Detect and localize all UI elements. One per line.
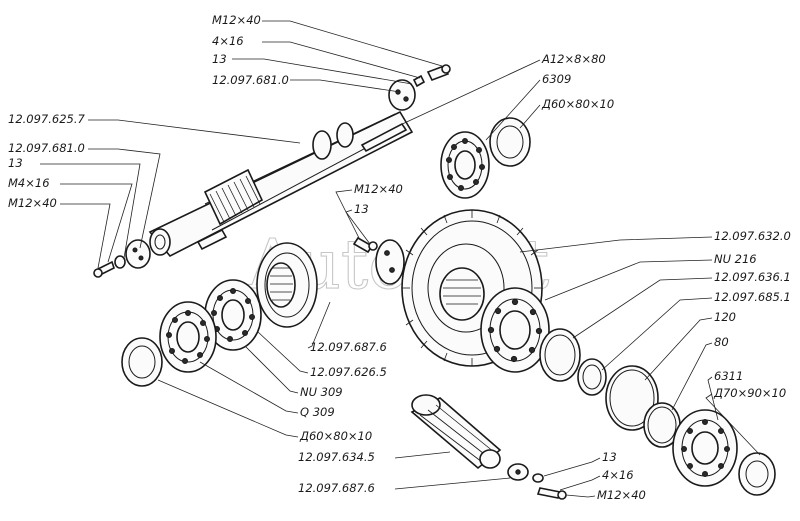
oil-seal-right <box>738 452 776 496</box>
label-bolt-lower: M12×40 <box>597 488 646 502</box>
ball-bearing-6311 <box>672 409 738 487</box>
spacer-ring <box>539 328 581 382</box>
label-sleeve: 12.097.685.1 <box>714 290 791 304</box>
bearing-sleeve <box>577 358 607 396</box>
label-splined-shaft: 12.097.634.5 <box>298 450 375 464</box>
label-circlip-80: 80 <box>714 335 729 349</box>
label-circlip-120: 120 <box>714 310 736 324</box>
label-washer-middle: 13 <box>354 202 369 216</box>
label-screw-top: 4×16 <box>212 34 244 48</box>
label-seal-upper: Д60×80×10 <box>541 97 614 111</box>
label-bearing-6311: 6311 <box>714 369 743 383</box>
oil-seal-left <box>121 337 163 387</box>
shaft-key-lower <box>196 228 228 251</box>
label-ring: 12.097.636.1 <box>714 270 791 284</box>
label-seal-right: Д70×90×10 <box>713 386 786 400</box>
splined-shaft-lower <box>410 394 502 470</box>
retaining-plate-middle <box>352 236 405 285</box>
small-gear <box>256 242 318 328</box>
label-small-gear: 12.097.687.6 <box>310 340 387 354</box>
label-bearing-q309: Q 309 <box>300 405 335 419</box>
label-bolt-left: M12×40 <box>8 196 57 210</box>
ball-bearing-6309 <box>440 131 490 199</box>
end-plate-upper <box>388 64 451 111</box>
oil-seal-upper <box>489 117 531 167</box>
main-shaft <box>148 110 414 258</box>
label-bolt-middle: M12×40 <box>354 182 403 196</box>
label-bearing-6309: 6309 <box>542 72 571 86</box>
label-bearing-nu309: NU 309 <box>300 385 343 399</box>
label-bearing-nu216: NU 216 <box>714 252 757 266</box>
leader-lines <box>40 20 761 498</box>
circlip-120 <box>605 365 659 431</box>
label-seal-left: Д60×80×10 <box>299 429 372 443</box>
retaining-plate-lower <box>507 463 567 500</box>
end-plate-left <box>93 239 151 278</box>
label-washer-left: 13 <box>8 156 23 170</box>
part-labels: M12×40 4×16 13 12.097.681.0 A12×8×80 630… <box>8 13 791 502</box>
ball-bearing-q309 <box>159 301 217 373</box>
label-screw-lower: 4×16 <box>602 468 634 482</box>
label-bolt-top: M12×40 <box>212 13 261 27</box>
label-screw-left: M4×16 <box>8 176 50 190</box>
label-plate-lower: 12.097.687.6 <box>298 481 375 495</box>
label-washer-lower: 13 <box>602 450 617 464</box>
label-main-shaft: 12.097.625.7 <box>8 112 85 126</box>
label-large-gear: 12.097.632.0 <box>714 229 791 243</box>
roller-bearing-nu216 <box>480 287 550 373</box>
label-gear-hub: 12.097.626.5 <box>310 365 387 379</box>
label-key: A12×8×80 <box>541 52 606 66</box>
shaft-key-upper <box>360 122 408 153</box>
label-washer-top: 13 <box>212 52 227 66</box>
label-plate-left: 12.097.681.0 <box>8 141 85 155</box>
label-plate-top: 12.097.681.0 <box>212 73 289 87</box>
